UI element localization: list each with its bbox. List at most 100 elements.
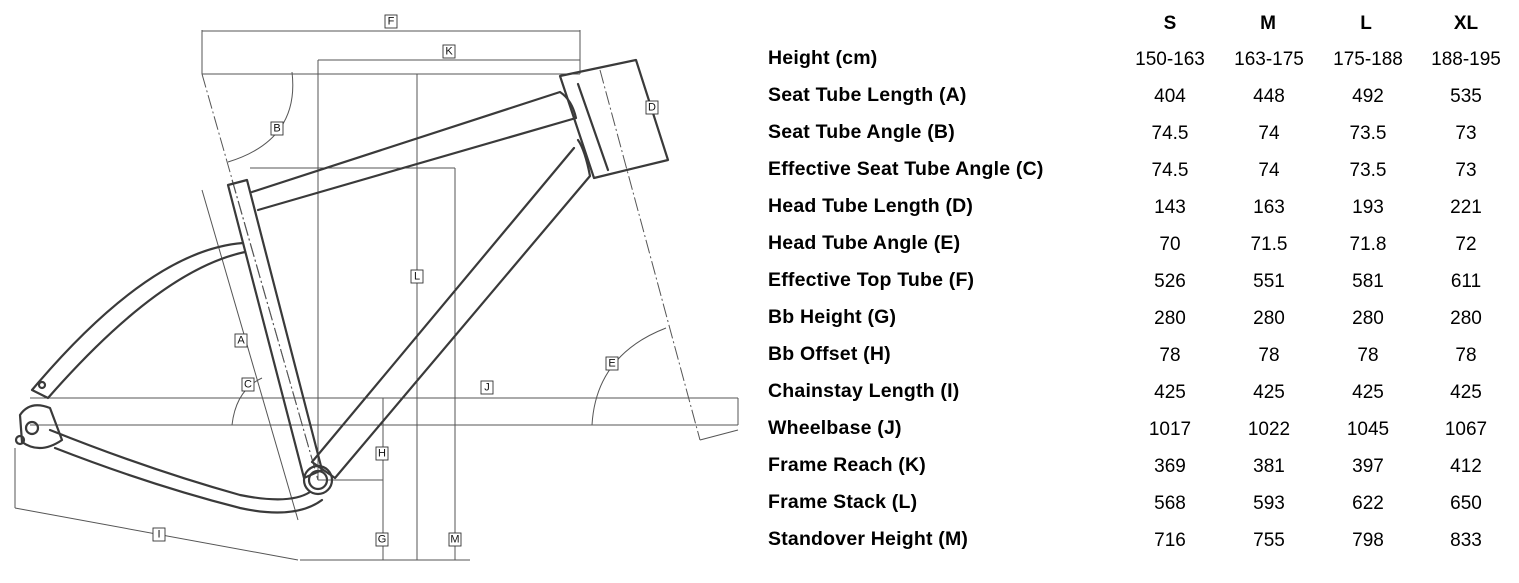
table-cell: 188-195 [1431,49,1501,70]
table-cell: 70 [1159,234,1181,255]
table-cell: 74.5 [1151,160,1189,181]
table-cell: 593 [1253,493,1285,514]
table-cell: 526 [1154,271,1186,292]
table-cell: 369 [1154,456,1186,477]
svg-text:J: J [484,382,490,394]
dimension-lines [14,30,739,561]
table-cell: 221 [1450,197,1482,218]
table-cell: 163-175 [1234,49,1304,70]
table-cell: 78 [1159,345,1181,366]
label-e: E [605,356,619,371]
table-cell: 716 [1154,530,1186,551]
svg-text:K: K [445,46,453,58]
table-cell: 397 [1352,456,1384,477]
svg-text:M: M [450,534,459,546]
svg-text:D: D [648,102,656,114]
svg-text:C: C [244,379,252,391]
table-cell: 1045 [1346,419,1390,440]
table-cell: 73 [1455,123,1477,144]
table-cell: 193 [1352,197,1384,218]
row-label: Head Tube Length (D) [768,195,974,217]
svg-text:B: B [273,123,280,135]
row-label: Height (cm) [768,47,878,69]
table-cell: 448 [1253,86,1285,107]
table-cell: 425 [1450,382,1482,403]
label-d: D [645,100,659,115]
row-label: Effective Seat Tube Angle (C) [768,158,1044,180]
table-cell: 73.5 [1349,160,1387,181]
table-cell: 412 [1450,456,1482,477]
svg-text:L: L [414,271,420,283]
table-cell: 78 [1357,345,1379,366]
table-cell: 280 [1352,308,1384,329]
table-cell: 568 [1154,493,1186,514]
table-cell: 73 [1455,160,1477,181]
label-c: C [241,377,255,392]
table-cell: 551 [1253,271,1285,292]
label-m: M [448,532,462,547]
table-cell: 1022 [1247,419,1291,440]
table-cell: 833 [1450,530,1482,551]
table-cell: 798 [1352,530,1384,551]
row-label: Head Tube Angle (E) [768,232,961,254]
svg-text:I: I [157,529,160,541]
bike-frame [14,58,670,514]
table-cell: 404 [1154,86,1186,107]
label-j: J [480,380,494,395]
table-cell: 280 [1450,308,1482,329]
table-cell: 425 [1253,382,1285,403]
table-cell: 611 [1450,271,1482,292]
svg-text:F: F [388,16,395,28]
table-cell: 74.5 [1151,123,1189,144]
row-label: Bb Offset (H) [768,343,891,365]
row-label: Standover Height (M) [768,528,969,550]
label-l: L [410,269,424,284]
table-cell: 622 [1352,493,1384,514]
table-cell: 74 [1258,160,1280,181]
size-header-s: S [1163,13,1177,34]
row-label: Wheelbase (J) [768,417,902,439]
table-cell: 163 [1253,197,1285,218]
table-cell: 74 [1258,123,1280,144]
svg-text:G: G [378,534,387,546]
table-cell: 425 [1154,382,1186,403]
row-label: Bb Height (G) [768,306,897,328]
table-cell: 755 [1253,530,1285,551]
size-header-l: L [1360,13,1372,34]
table-cell: 71.8 [1349,234,1387,255]
table-cell: 535 [1450,86,1482,107]
label-f: F [384,14,398,29]
svg-text:E: E [608,358,615,370]
frame-geometry-diagram: F K B D L A E C J H I G M [14,14,739,561]
table-cell: 425 [1352,382,1384,403]
row-label: Frame Reach (K) [768,454,926,476]
label-k: K [442,44,456,59]
table-cell: 581 [1352,271,1384,292]
table-cell: 492 [1352,86,1384,107]
table-cell: 280 [1154,308,1186,329]
label-b: B [270,121,284,136]
table-cell: 1017 [1148,419,1192,440]
row-label: Chainstay Length (I) [768,380,960,402]
table-cell: 150-163 [1135,49,1205,70]
table-cell: 72 [1455,234,1477,255]
size-header-m: M [1260,13,1276,34]
table-cell: 78 [1455,345,1477,366]
row-label: Seat Tube Length (A) [768,84,967,106]
table-cell: 280 [1253,308,1285,329]
svg-text:A: A [237,335,245,347]
table-cell: 175-188 [1333,49,1403,70]
diagram-labels: F K B D L A E C J H I G M [152,14,659,547]
table-cell: 381 [1253,456,1285,477]
table-cell: 71.5 [1250,234,1288,255]
label-h: H [375,446,389,461]
row-label: Frame Stack (L) [768,491,918,513]
size-header-xl: XL [1453,13,1479,34]
table-cell: 1067 [1444,419,1488,440]
label-g: G [375,532,389,547]
label-a: A [234,333,248,348]
table-cell: 73.5 [1349,123,1387,144]
table-cell: 78 [1258,345,1280,366]
svg-text:H: H [378,448,386,460]
